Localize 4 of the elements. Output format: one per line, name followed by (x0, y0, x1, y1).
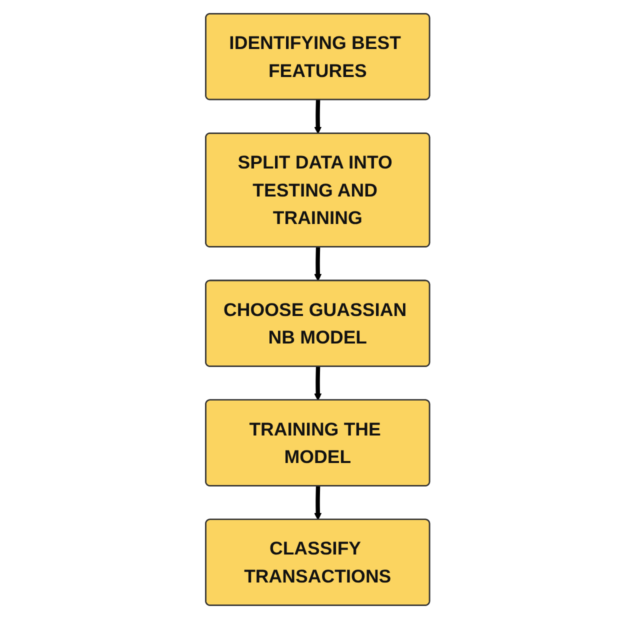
arrow (314, 100, 322, 134)
arrow (314, 366, 322, 401)
arrow (314, 486, 322, 520)
arrow (314, 247, 322, 282)
